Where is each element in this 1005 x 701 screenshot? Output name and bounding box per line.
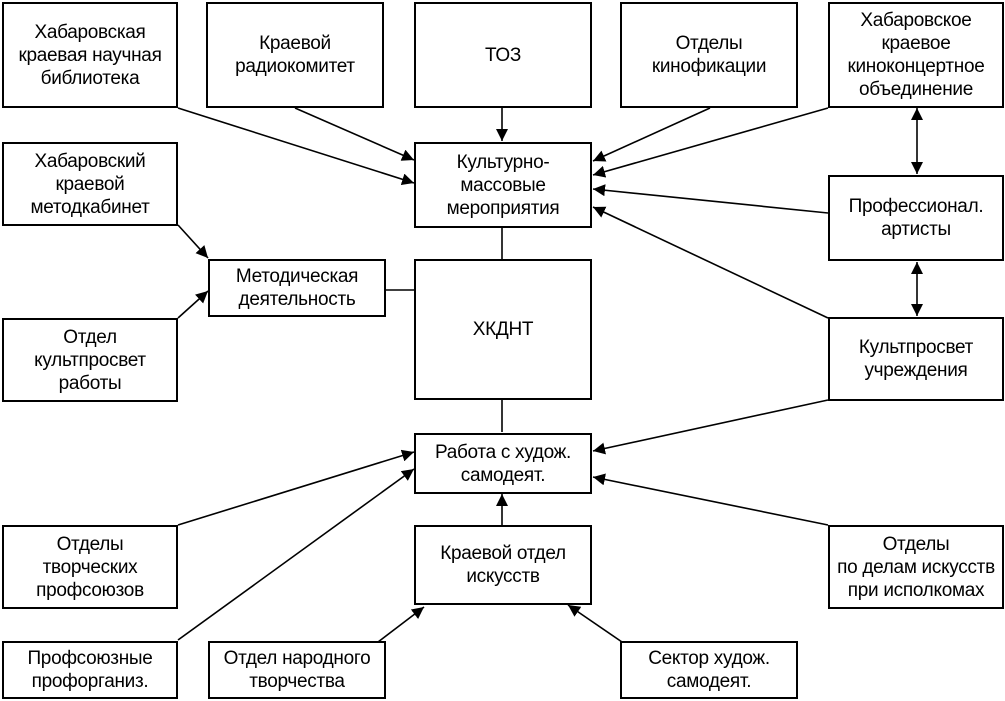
node-khab-library: Хабаровская краевая научная библиотека [2,2,178,108]
node-toz: ТОЗ [414,2,592,108]
node-hkdnt: ХКДНТ [414,259,592,400]
node-union-orgs: Профсоюзные профорганиз. [2,641,178,699]
node-cultural-events: Культурно- массовые мероприятия [414,142,592,228]
node-radiocommittee: Краевой радиокомитет [206,2,384,108]
node-creative-unions: Отделы творческих профсоюзов [2,525,178,609]
node-cinema-depts: Отделы кинофикации [620,2,798,108]
arrow-radio-to-events [294,107,415,161]
node-arts-affairs-depts: Отделы по делам искусств при исполкомах [828,525,1004,609]
arrow-folk-art-to-arts-dept [377,606,425,643]
node-regional-arts-dept: Краевой отдел искусств [414,525,592,605]
node-kinoconcert: Хабаровское краевое киноконцертное объед… [828,2,1004,108]
node-methodcabinet: Хабаровский краевой методкабинет [2,142,178,226]
node-method-activity: Методическая деятельность [208,259,386,317]
arrow-methodcabinet-to-method [177,224,209,259]
node-kultprosvet-dept: Отдел культпросвет работы [2,318,178,402]
arrow-kultprosvet-inst-to-amateur [592,399,829,455]
arrow-kultprosvet-dept-to-method [177,290,209,319]
arrow-artists-to-events [592,184,829,214]
arrow-arts-affairs-to-amateur [592,473,829,526]
arrow-union-orgs-to-amateur [177,468,415,641]
arrow-cinema-to-events [592,107,711,162]
arrow-creative-unions-to-amateur [177,449,415,526]
node-prof-artists: Профессионал. артисты [828,175,1004,261]
node-amateur-work: Работа с худож. самодеят. [414,433,592,494]
arrow-library-to-events [177,107,415,186]
arrow-amateur-sector-to-arts-dept [567,604,623,643]
arrow-kinoconcert-to-events [592,107,829,178]
node-folk-art-dept: Отдел народного творчества [208,641,386,699]
arrow-kultprosvet-inst-to-events [592,206,829,319]
node-kultprosvet-inst: Культпросвет учреждения [828,317,1004,401]
node-amateur-sector: Сектор худож. самодеят. [620,641,798,699]
